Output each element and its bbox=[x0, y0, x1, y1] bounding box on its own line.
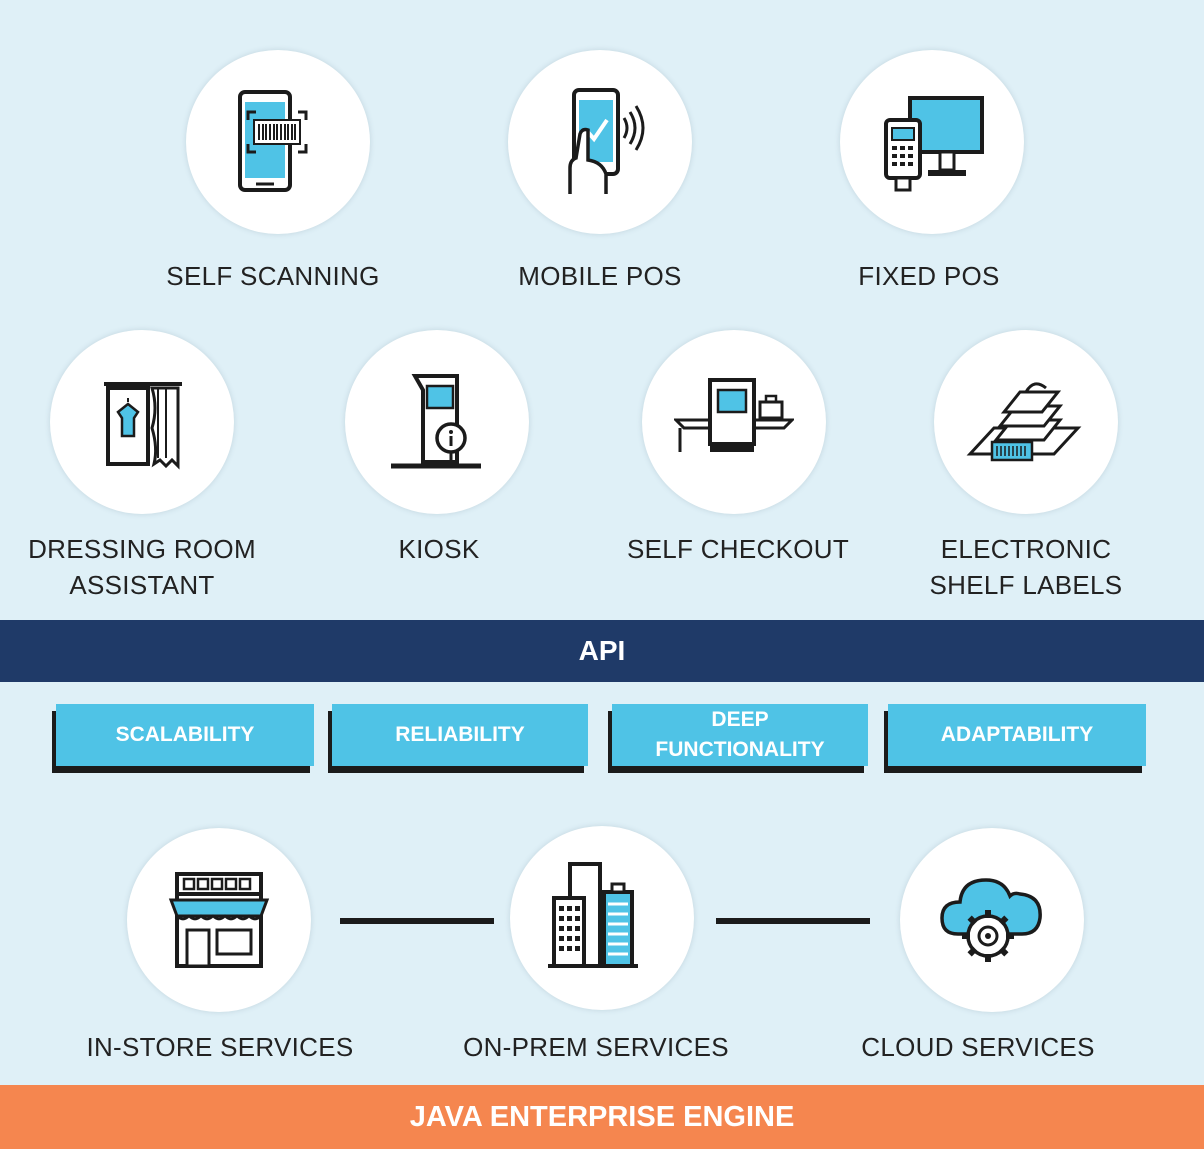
dressing-room-label: DRESSING ROOM ASSISTANT bbox=[0, 531, 284, 603]
self-checkout-icon bbox=[674, 378, 794, 452]
shelf-labels-circle bbox=[934, 330, 1118, 514]
kiosk-icon bbox=[391, 374, 481, 469]
on-prem-circle bbox=[510, 826, 694, 1010]
feature-deep-functionality-line2: FUNCTIONALITY bbox=[655, 738, 825, 761]
in-store-label: IN-STORE SERVICES bbox=[86, 1032, 354, 1062]
dressing-room-icon bbox=[104, 382, 182, 470]
connector-line-left bbox=[340, 918, 494, 924]
self-scanning-circle bbox=[186, 50, 370, 234]
shelf-labels-icon bbox=[966, 382, 1082, 462]
mobile-pos-circle bbox=[508, 50, 692, 234]
fixed-pos-circle bbox=[840, 50, 1024, 234]
kiosk-label-line1: KIOSK bbox=[398, 534, 480, 564]
buildings-icon bbox=[548, 862, 638, 968]
feature-adaptability: ADAPTABILITY bbox=[888, 704, 1146, 766]
feature-scalability: SCALABILITY bbox=[56, 704, 314, 766]
shelf-labels-label-line1: ELECTRONIC bbox=[940, 534, 1112, 564]
cloud-gear-icon bbox=[940, 878, 1042, 962]
api-band: API bbox=[0, 620, 1204, 682]
in-store-circle bbox=[127, 828, 311, 1012]
mobile-pos-label: MOBILE POS bbox=[518, 261, 682, 291]
self-scanning-label: SELF SCANNING bbox=[166, 261, 380, 291]
on-prem-label: ON-PREM SERVICES bbox=[463, 1032, 729, 1062]
kiosk-label: KIOSK bbox=[294, 531, 584, 567]
java-engine-band: JAVA ENTERPRISE ENGINE bbox=[0, 1085, 1204, 1149]
self-checkout-label: SELF CHECKOUT bbox=[590, 531, 886, 567]
feature-reliability-label: RELIABILITY bbox=[395, 723, 525, 746]
cloud-label: CLOUD SERVICES bbox=[861, 1032, 1095, 1062]
shelf-labels-label: ELECTRONIC SHELF LABELS bbox=[880, 531, 1172, 603]
java-engine-band-label: JAVA ENTERPRISE ENGINE bbox=[409, 1101, 795, 1133]
mobile-pos-icon bbox=[568, 88, 645, 194]
feature-deep-functionality: DEEP FUNCTIONALITY bbox=[612, 704, 868, 766]
feature-deep-functionality-line1: DEEP bbox=[711, 708, 769, 731]
cloud-circle bbox=[900, 828, 1084, 1012]
self-checkout-label-line1: SELF CHECKOUT bbox=[626, 534, 850, 564]
kiosk-circle bbox=[345, 330, 529, 514]
shelf-labels-label-line2: SHELF LABELS bbox=[929, 570, 1123, 600]
dressing-room-label-line2: ASSISTANT bbox=[69, 570, 215, 600]
fixed-pos-icon bbox=[884, 96, 984, 192]
feature-adaptability-label: ADAPTABILITY bbox=[940, 723, 1094, 746]
connector-line-right bbox=[716, 918, 870, 924]
self-scanning-icon bbox=[238, 90, 308, 192]
fixed-pos-label: FIXED POS bbox=[858, 261, 1000, 291]
store-icon bbox=[168, 872, 270, 968]
api-band-label: API bbox=[578, 635, 626, 666]
dressing-room-circle bbox=[50, 330, 234, 514]
self-checkout-circle bbox=[642, 330, 826, 514]
dressing-room-label-line1: DRESSING ROOM bbox=[28, 534, 256, 564]
feature-scalability-label: SCALABILITY bbox=[115, 723, 255, 746]
feature-reliability: RELIABILITY bbox=[332, 704, 588, 766]
